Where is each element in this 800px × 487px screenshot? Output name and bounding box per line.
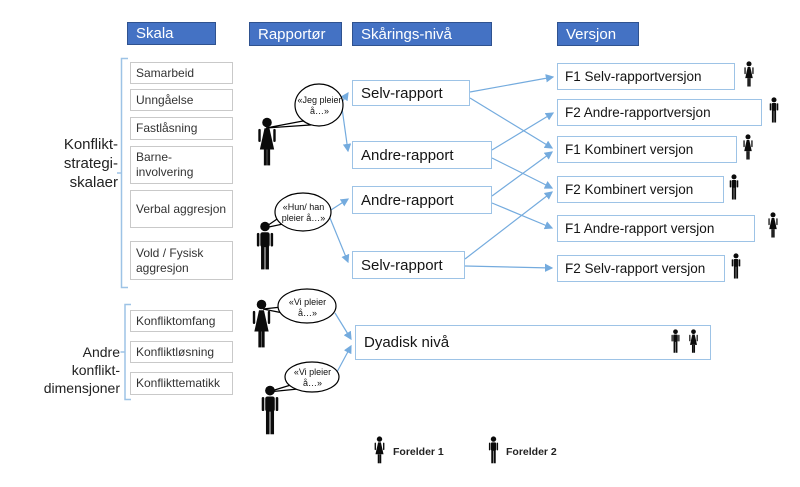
column-header-versjon: Versjon	[557, 22, 639, 46]
version-box-f1-andrerapport: F1 Andre-rapport versjon	[557, 215, 755, 242]
version-box-f2-selvrapport: F2 Selv-rapport versjon	[557, 255, 725, 282]
scoring-level-label: Andre-rapport	[361, 191, 454, 209]
column-header-skaringsniva-label: Skårings-nivå	[361, 25, 452, 43]
scoring-level-andre-rapport-1: Andre-rapport	[352, 141, 492, 169]
dyadic-level-box: Dyadisk nivå	[355, 325, 711, 360]
version-box-f1-selvrapport: F1 Selv-rapportversjon	[557, 63, 735, 90]
scoring-level-selv-rapport-2: Selv-rapport	[352, 251, 465, 279]
male-icon	[257, 385, 283, 441]
legend-label-forelder-1: Forelder 1	[393, 446, 444, 458]
group-label-line: Konflikt-	[63, 136, 118, 153]
column-header-skala: Skala	[127, 22, 216, 45]
scale-item-fastlasning: Fastlåsning	[130, 117, 233, 140]
scoring-level-label: Andre-rapport	[361, 146, 454, 164]
scale-item-unngaelse: Unngåelse	[130, 89, 233, 111]
speech-bubble-text: «Jeg pleier å…»	[297, 95, 342, 116]
group-label-line: dimensjoner	[43, 380, 120, 396]
other-dimensions-group-label: Andre konflikt- dimensjoner	[18, 343, 120, 397]
male-icon	[252, 221, 278, 276]
group-label-line: strategi-	[63, 155, 118, 172]
scale-item-konfliktlosning: Konfliktløsning	[130, 341, 233, 363]
female-icon	[372, 436, 387, 467]
scale-item-label: Samarbeid	[136, 65, 195, 80]
female-icon	[765, 212, 781, 241]
legend-label-forelder-2: Forelder 2	[506, 446, 557, 458]
scoring-level-andre-rapport-2: Andre-rapport	[352, 186, 492, 214]
male-icon	[728, 253, 744, 282]
scoring-level-label: Selv-rapport	[361, 256, 443, 274]
bracket-conflict-strategy	[117, 57, 128, 289]
version-label: F2 Kombinert versjon	[565, 182, 694, 197]
speech-bubble-text: «Hun/ han pleier å…»	[281, 202, 326, 223]
scale-item-label: Unngåelse	[136, 92, 194, 107]
column-header-versjon-label: Versjon	[566, 25, 617, 43]
scale-item-vold-fysisk: Vold / Fysisk aggresjon	[130, 241, 233, 280]
scale-item-label: Vold / Fysisk aggresjon	[136, 245, 204, 275]
scale-item-label: Konfliktløsning	[136, 344, 215, 359]
scale-item-label: Barne-involvering	[136, 150, 194, 179]
conflict-strategy-group-label: Konflikt- strategi- skalaer	[26, 135, 118, 192]
scale-item-label: Konflikttematikk	[136, 376, 221, 390]
male-icon	[766, 97, 782, 126]
male-icon	[726, 174, 742, 203]
scale-item-label: Verbal aggresjon	[136, 201, 227, 216]
group-label-line: konflikt-	[71, 362, 120, 378]
scoring-level-selv-rapport-1: Selv-rapport	[352, 80, 470, 106]
version-label: F2 Selv-rapport versjon	[565, 261, 706, 276]
female-icon	[740, 134, 756, 163]
male-icon	[668, 329, 683, 356]
column-header-rapportor-label: Rapportør	[258, 25, 326, 43]
dyadic-level-label: Dyadisk nivå	[364, 334, 450, 351]
scale-item-samarbeid: Samarbeid	[130, 62, 233, 84]
scale-item-label: Fastlåsning	[136, 121, 198, 135]
scale-item-verbal-aggresjon: Verbal aggresjon	[130, 190, 233, 228]
female-icon	[741, 61, 757, 90]
scale-item-konflikttematikk: Konflikttematikk	[130, 372, 233, 395]
speech-bubble-text: «Vi pleier å…»	[288, 297, 327, 318]
group-label-line: Andre	[82, 344, 120, 360]
version-label: F2 Andre-rapportversjon	[565, 105, 711, 120]
version-label: F1 Selv-rapportversjon	[565, 69, 702, 84]
column-header-skala-label: Skala	[136, 25, 174, 42]
scale-item-barneinvolvering: Barne-involvering	[130, 146, 233, 184]
column-header-rapportor: Rapportør	[249, 22, 342, 46]
female-icon	[254, 117, 280, 172]
scoring-level-label: Selv-rapport	[361, 84, 443, 102]
group-label-line: skalaer	[69, 174, 118, 191]
version-box-f2-andrerapport: F2 Andre-rapportversjon	[557, 99, 762, 126]
male-icon	[486, 436, 501, 467]
speech-bubble-text: «Vi pleier å…»	[293, 367, 332, 388]
version-label: F1 Andre-rapport versjon	[565, 221, 715, 236]
column-header-skaringsniva: Skårings-nivå	[352, 22, 492, 46]
scale-item-konfliktomfang: Konfliktomfang	[130, 310, 233, 332]
version-box-f1-kombinert: F1 Kombinert versjon	[557, 136, 737, 163]
version-box-f2-kombinert: F2 Kombinert versjon	[557, 176, 724, 203]
female-icon	[249, 299, 274, 354]
version-label: F1 Kombinert versjon	[565, 142, 694, 157]
female-icon	[686, 329, 701, 356]
scale-item-label: Konfliktomfang	[136, 313, 216, 328]
